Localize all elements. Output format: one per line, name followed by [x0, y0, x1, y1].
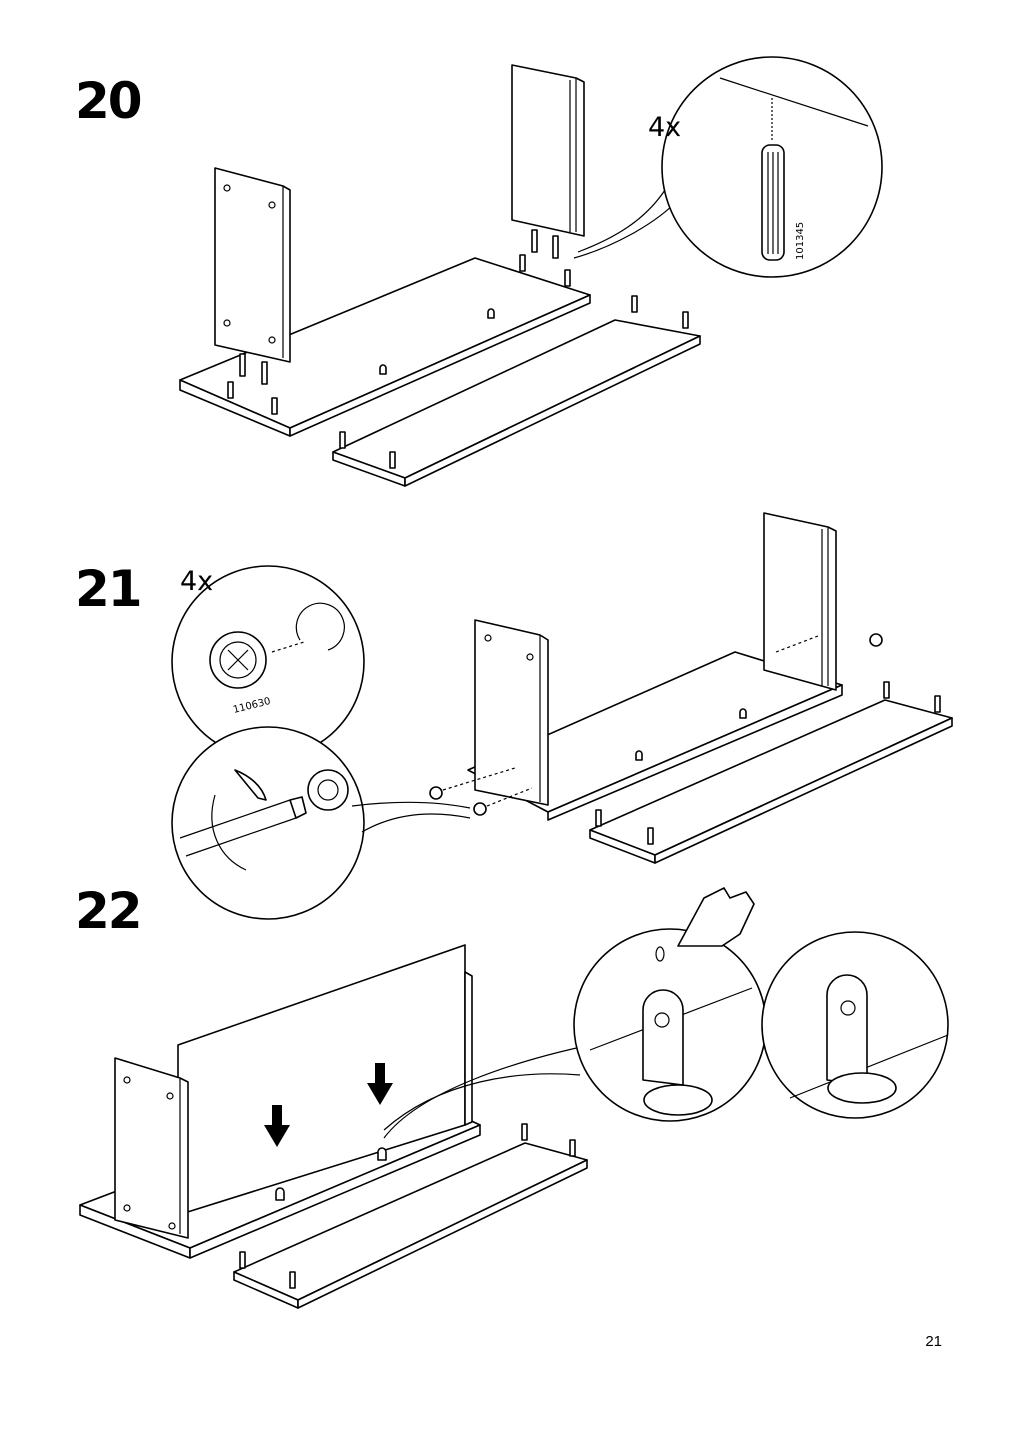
step-20-illustration: 101345	[179, 56, 883, 487]
step-number-20: 20	[75, 72, 143, 130]
detail-circle-screwdriver	[171, 726, 365, 920]
down-arrow-icon	[367, 1063, 393, 1105]
bracket-detail	[642, 989, 684, 1086]
bracket	[487, 308, 495, 319]
screwdriver-icon	[179, 799, 297, 857]
cam-lock	[429, 786, 443, 800]
left-side-panel	[474, 619, 549, 806]
part-number-101345: 101345	[795, 222, 806, 260]
quantity-label-step-20: 4x	[648, 112, 682, 143]
press-hand-icon	[677, 887, 755, 947]
rotate-arrow-icon	[234, 769, 267, 801]
step-number-22: 22	[75, 882, 143, 940]
right-side-panel	[511, 64, 585, 237]
quantity-label-step-21: 4x	[180, 566, 214, 597]
right-side-panel	[763, 512, 837, 691]
down-arrow-icon	[264, 1105, 290, 1147]
step-number-21: 21	[75, 560, 143, 618]
left-side-panel	[114, 1057, 189, 1239]
step-21-illustration: 110630	[171, 512, 953, 920]
dowel	[239, 353, 246, 377]
left-side-panel	[214, 167, 291, 363]
page-number: 21	[925, 1333, 942, 1350]
step-22-illustration	[79, 887, 949, 1309]
